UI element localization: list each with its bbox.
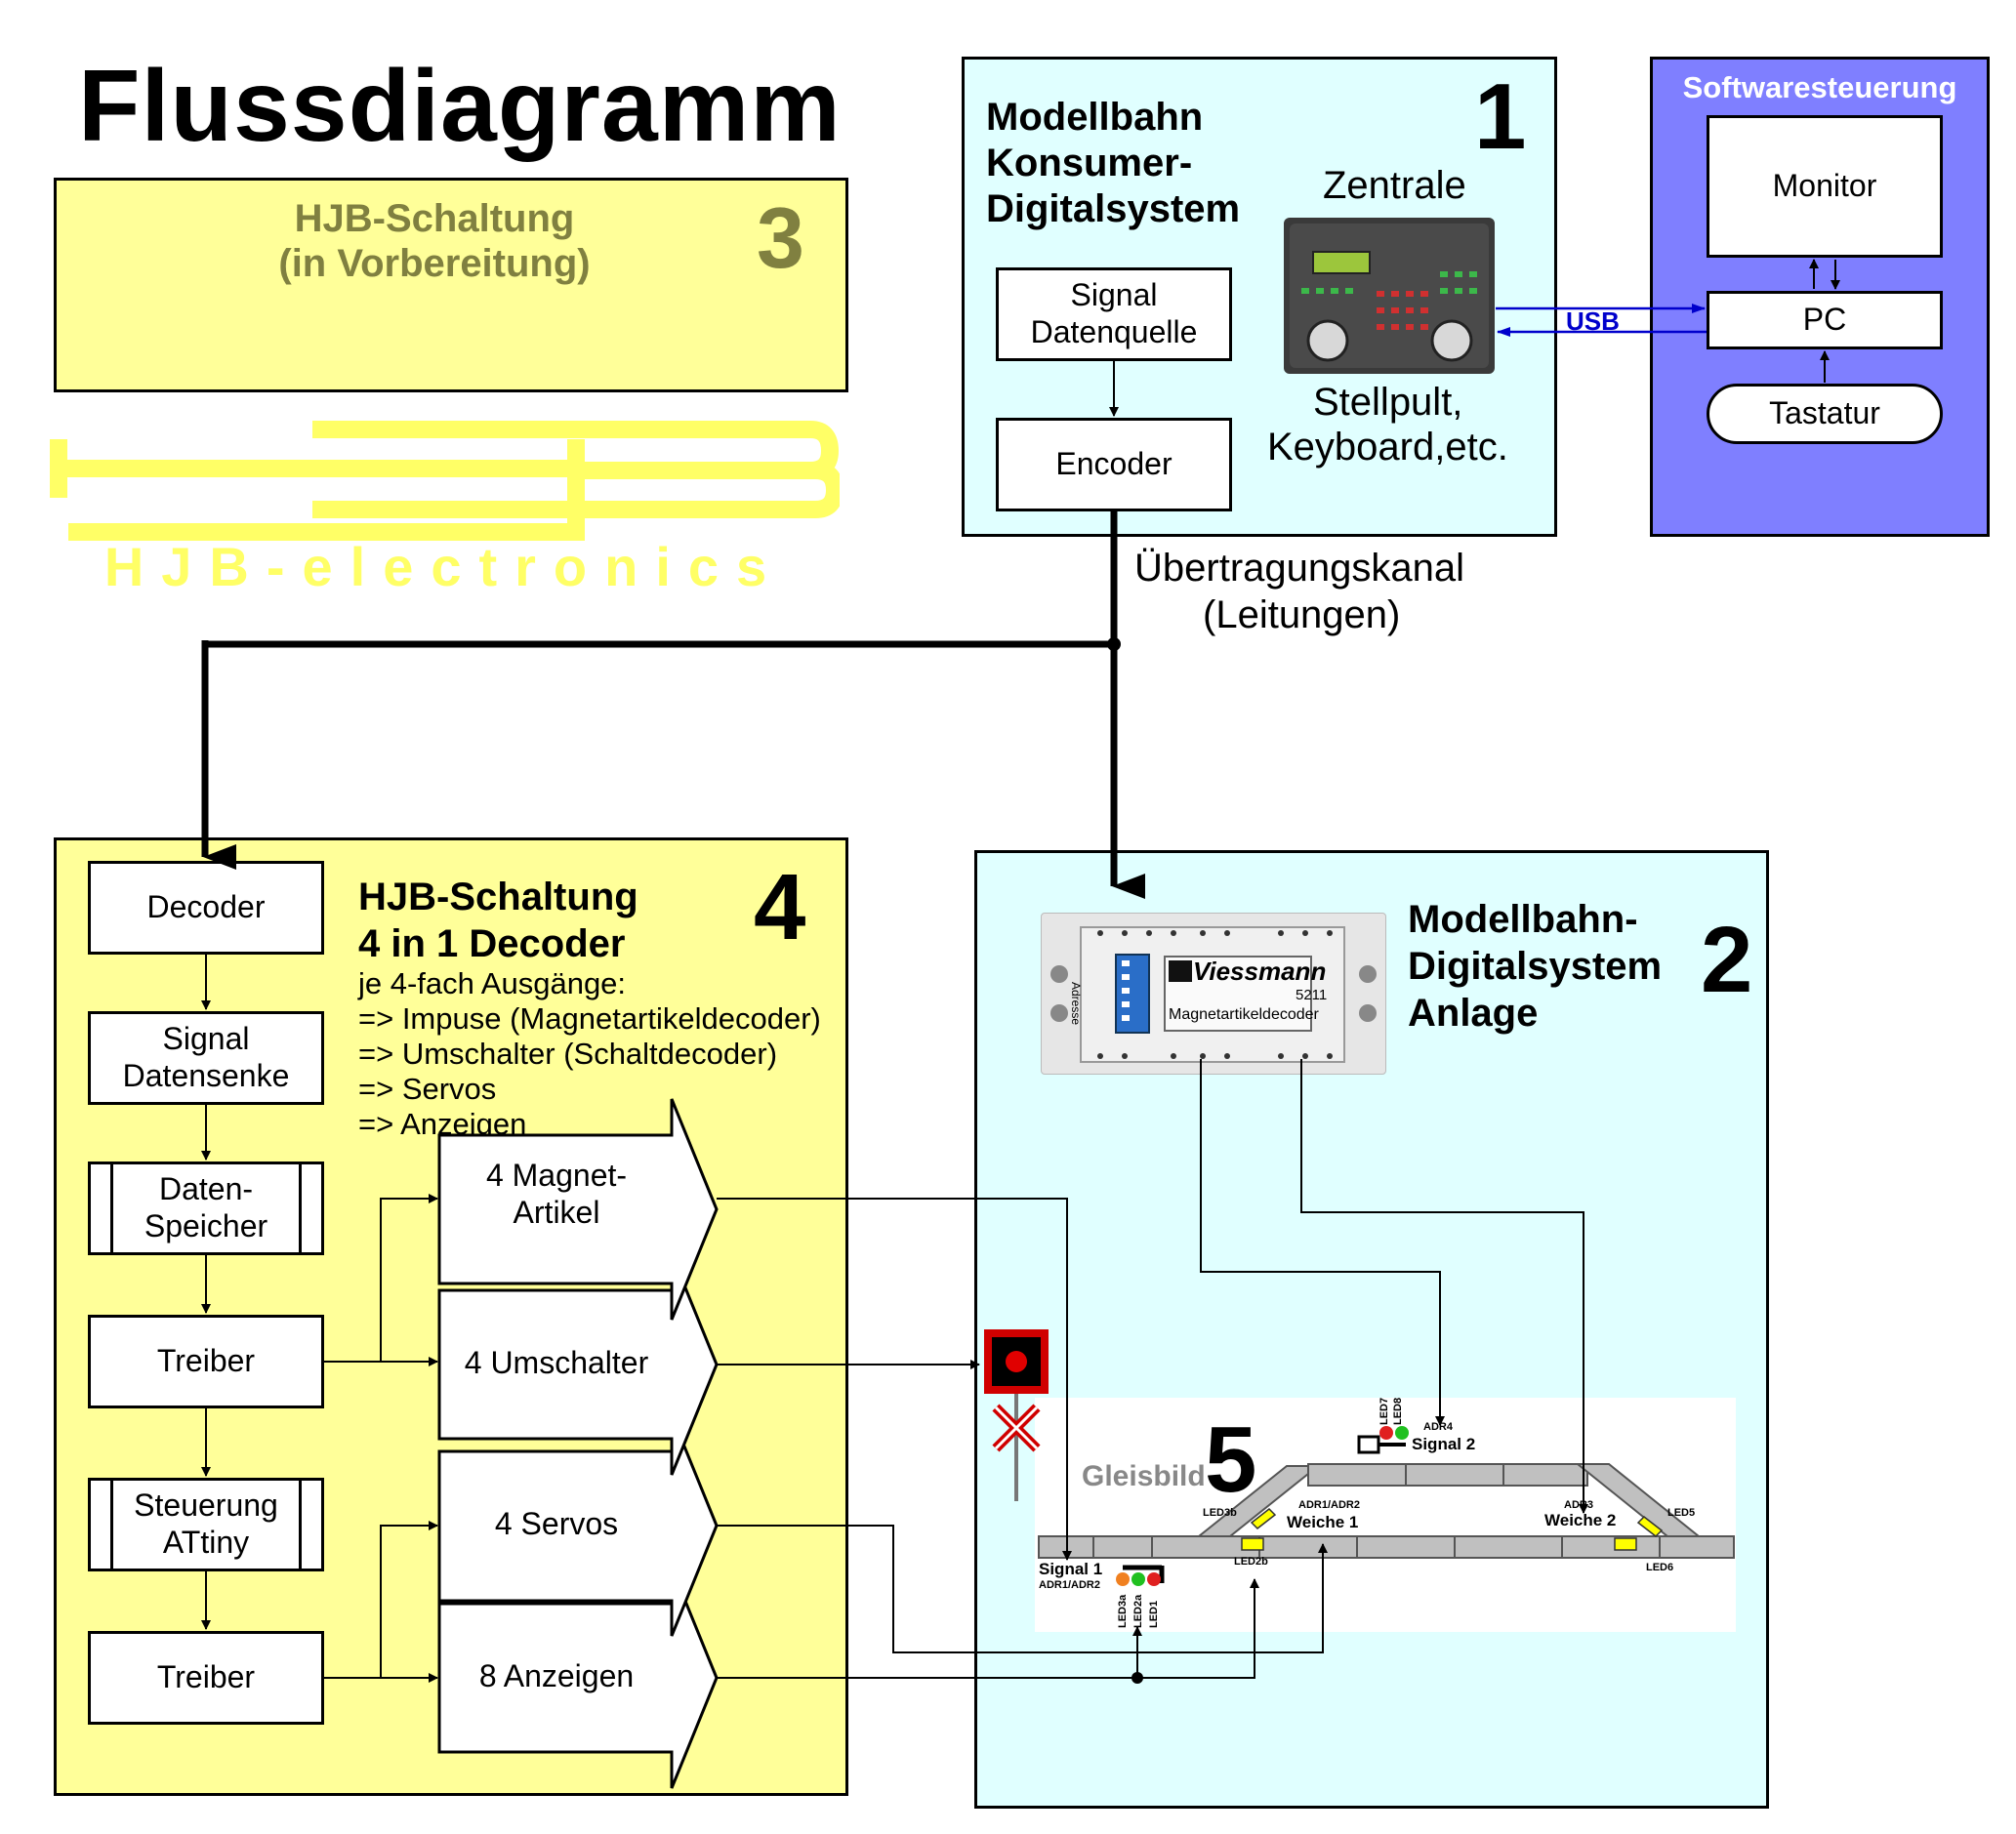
tastatur-label: Tastatur <box>1769 395 1880 431</box>
pc-label: PC <box>1802 302 1847 338</box>
logo-text: HJB-electronics <box>103 536 785 597</box>
panel1-title-line1: Modellbahn <box>986 96 1204 139</box>
panel-hjb-vorbereitung <box>54 178 848 392</box>
signal2-addr: ADR4 <box>1423 1421 1453 1433</box>
encoder-box[interactable]: Encoder <box>996 418 1232 511</box>
encoder-label: Encoder <box>1055 446 1173 482</box>
led2b-label: LED2b <box>1234 1556 1268 1568</box>
panel2-title-line3: Anlage <box>1408 992 1539 1035</box>
crossing-signal[interactable] <box>982 1327 1050 1503</box>
out-servos: 4 Servos <box>494 1506 619 1541</box>
led7-label: LED7 <box>1378 1397 1390 1425</box>
led5-label: LED5 <box>1667 1507 1696 1519</box>
treiber1-label: Treiber <box>156 1343 256 1379</box>
pc-box[interactable]: PC <box>1707 291 1943 349</box>
led6-label: LED6 <box>1646 1562 1674 1573</box>
weiche1-addr: ADR1/ADR2 <box>1298 1499 1360 1511</box>
panel3-number: 3 <box>757 189 804 286</box>
panel1-number: 1 <box>1474 64 1527 169</box>
decoder-adresse: Adresse <box>1069 982 1083 1026</box>
steuerung-line1: Steuerung <box>134 1488 278 1524</box>
panel2-number: 2 <box>1701 908 1753 1012</box>
panel4-desc-1: => Impuse (Magnetartikeldecoder) <box>358 1001 821 1036</box>
stellpult-line1: Stellpult, <box>1313 381 1463 424</box>
panel2-title-line1: Modellbahn- <box>1408 898 1638 941</box>
panel2-title-line2: Digitalsystem <box>1408 945 1663 988</box>
decoder-model: 5211 <box>1296 987 1328 1003</box>
channel-line1: Übertragungskanal <box>1134 547 1464 590</box>
monitor-box[interactable]: Monitor <box>1707 115 1943 258</box>
led8-label: LED8 <box>1392 1397 1404 1425</box>
panel4-desc-0: je 4-fach Ausgänge: <box>358 966 627 1000</box>
software-title: Softwaresteuerung <box>1682 70 1957 104</box>
decoder-box[interactable]: Decoder <box>88 861 324 955</box>
viessmann-decoder[interactable]: Viessmann 5211 Magnetartikeldecoder Adre… <box>1041 913 1386 1075</box>
panel4-desc-4: => Anzeigen <box>358 1107 527 1141</box>
treiber2-box[interactable]: Treiber <box>88 1631 324 1725</box>
signal-datenquelle-line2: Datenquelle <box>1030 314 1198 349</box>
page-title: Flussdiagramm <box>78 50 842 163</box>
zentrale-label: Zentrale <box>1323 164 1466 207</box>
signal1-addr: ADR1/ADR2 <box>1039 1579 1100 1591</box>
monitor-label: Monitor <box>1772 168 1877 204</box>
signal-datensenke-line2: Datensenke <box>122 1058 290 1093</box>
treiber1-box[interactable]: Treiber <box>88 1315 324 1408</box>
panel4-desc-2: => Umschalter (Schaltdecoder) <box>358 1037 778 1071</box>
daten-speicher-box[interactable]: Daten-Speicher <box>88 1162 324 1255</box>
weiche1-label: Weiche 1 <box>1287 1513 1359 1531</box>
weiche2-label: Weiche 2 <box>1544 1511 1617 1529</box>
decoder-brand: Viessmann <box>1193 957 1327 986</box>
panel1-title-line3: Digitalsystem <box>986 187 1241 230</box>
signal1-label: Signal 1 <box>1039 1560 1103 1578</box>
decoder-name: Magnetartikeldecoder <box>1169 1006 1319 1023</box>
led3b-label: LED3b <box>1203 1507 1237 1519</box>
signal2-label: Signal 2 <box>1412 1435 1476 1453</box>
daten-speicher-line1: Daten- <box>158 1171 254 1207</box>
out-umschalter: 4 Umschalter <box>464 1345 649 1380</box>
out-anzeigen: 8 Anzeigen <box>478 1658 635 1693</box>
panel4-title-line2: 4 in 1 Decoder <box>358 922 626 965</box>
out-magnet-line2: Artikel <box>513 1195 600 1230</box>
led1-label: LED1 <box>1148 1600 1160 1628</box>
weiche2-addr: ADR3 <box>1564 1499 1593 1511</box>
out-magnet-line1: 4 Magnet- <box>485 1158 628 1193</box>
daten-speicher-line2: Speicher <box>144 1208 268 1243</box>
led3a-label: LED3a <box>1117 1594 1129 1628</box>
panel3-title-line2: (in Vorbereitung) <box>278 242 591 285</box>
hjb-logo: HJB-electronics <box>49 410 840 597</box>
gleisbild-number: 5 <box>1205 1407 1257 1512</box>
panel1-title-line2: Konsumer- <box>986 142 1193 184</box>
zentrale-device[interactable] <box>1284 218 1495 374</box>
panel3-title-line1: HJB-Schaltung <box>294 197 575 240</box>
steuerung-line2: ATtiny <box>162 1525 250 1560</box>
led2a-label: LED2a <box>1132 1594 1144 1628</box>
panel4-desc-3: => Servos <box>358 1072 497 1106</box>
panel4-title-line1: HJB-Schaltung <box>358 876 638 918</box>
decoder-label: Decoder <box>146 889 266 925</box>
usb-label: USB <box>1566 306 1620 336</box>
gleisbild-title: Gleisbild <box>1082 1460 1206 1492</box>
tastatur-box[interactable]: Tastatur <box>1707 384 1943 444</box>
stellpult-line2: Keyboard,etc. <box>1267 426 1508 469</box>
treiber2-label: Treiber <box>156 1659 256 1695</box>
channel-line2: (Leitungen) <box>1203 593 1401 636</box>
signal-datenquelle-line1: Signal <box>1070 277 1158 313</box>
panel4-number: 4 <box>754 855 806 959</box>
signal-datensenke-line1: Signal <box>162 1021 250 1057</box>
